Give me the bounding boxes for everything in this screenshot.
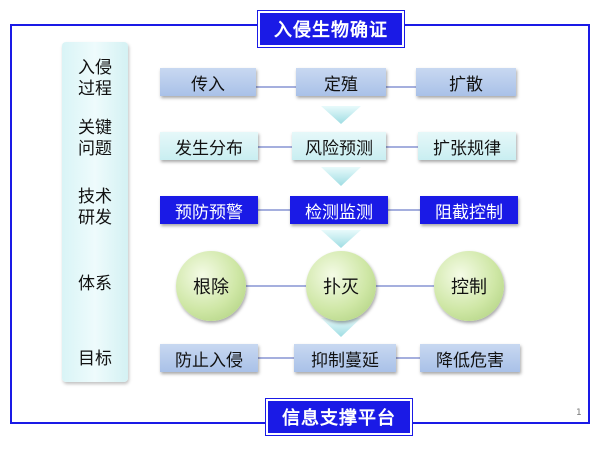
node-prevent-invasion: 防止入侵 [160,344,258,372]
node-occurrence-distribution: 发生分布 [160,132,258,160]
node-interception-control: 阻截控制 [420,196,518,224]
node-control: 控制 [434,251,504,321]
down-arrow-1 [321,106,361,124]
node-eradication: 根除 [176,251,246,321]
row-label-process: 入侵过程 [62,58,128,100]
row-label-key-issues: 关键问题 [62,118,128,160]
node-reduce-harm: 降低危害 [420,344,520,372]
row-label-system: 体系 [62,274,128,295]
node-extermination: 扑灭 [306,251,376,321]
row-label-line: 体系 [78,274,112,294]
row-label-column [62,42,128,382]
node-establishment: 定殖 [296,68,386,96]
down-arrow-3 [321,230,361,248]
node-expansion-pattern: 扩张规律 [418,132,516,160]
node-prevention-warning: 预防预警 [160,196,258,224]
footer-banner: 信息支撑平台 [266,399,412,435]
row-label-line: 技术 [78,187,112,207]
row-label-goal: 目标 [62,349,128,370]
node-suppress-spread: 抑制蔓延 [294,344,396,372]
row-label-tech-rd: 技术研发 [62,187,128,229]
node-risk-prediction: 风险预测 [292,132,386,160]
row-label-line: 过程 [78,79,112,99]
row-label-line: 问题 [78,139,112,159]
down-arrow-2 [321,167,361,186]
row-label-line: 目标 [78,349,112,369]
node-detection-monitoring: 检测监测 [290,196,388,224]
down-arrow-4 [321,318,361,337]
title-banner: 入侵生物确证 [258,11,404,47]
node-spread: 扩散 [416,68,516,96]
page-number: 1 [576,408,582,418]
node-introduction: 传入 [160,68,256,96]
row-label-line: 关键 [78,118,112,138]
row-label-line: 入侵 [78,58,112,78]
row-label-line: 研发 [78,208,112,228]
